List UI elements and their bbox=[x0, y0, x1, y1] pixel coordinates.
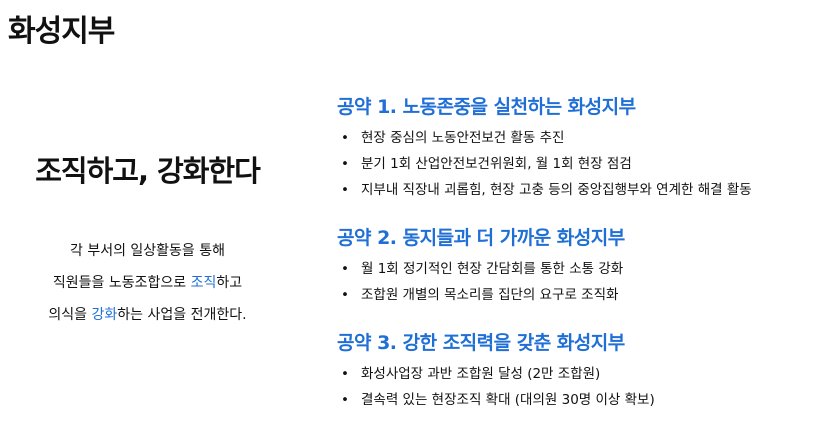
list-item-text: 현장 중심의 노동안전보건 활동 추진 bbox=[361, 130, 565, 146]
list-item-text: 화성사업장 과반 조합원 달성 (2만 조합원) bbox=[361, 366, 601, 382]
bullet-icon: • bbox=[341, 182, 349, 198]
list-item: • 지부내 직장내 괴롭힘, 현장 고충 등의 중앙집행부와 연계한 해결 활동 bbox=[337, 177, 832, 203]
pledge-list-3: • 화성사업장 과반 조합원 달성 (2만 조합원) • 결속력 있는 현장조직 확… bbox=[337, 361, 832, 413]
pledge-section-2: 공약 2. 동지들과 더 가까운 화성지부 • 월 1회 정기적인 현장 간담회를… bbox=[337, 223, 832, 308]
list-item-text: 결속력 있는 현장조직 확대 (대의원 30명 이상 확보) bbox=[361, 392, 655, 408]
pledge-section-1: 공약 1. 노동존중을 실천하는 화성지부 • 현장 중심의 노동안전보건 활동 … bbox=[337, 92, 832, 203]
list-item: • 월 1회 정기적인 현장 간담회를 통한 소통 강화 bbox=[337, 256, 832, 282]
bullet-icon: • bbox=[341, 392, 349, 408]
description-line-3: 의식을 강화하는 사업을 전개한다. bbox=[0, 299, 295, 331]
pledge-list-2: • 월 1회 정기적인 현장 간담회를 통한 소통 강화 • 조합원 개별의 목소리… bbox=[337, 256, 832, 308]
bullet-icon: • bbox=[341, 130, 349, 146]
description-line-1: 각 부서의 일상활동을 통해 bbox=[69, 243, 226, 259]
list-item: • 결속력 있는 현장조직 확대 (대의원 30명 이상 확보) bbox=[337, 387, 832, 413]
pledges-panel: 공약 1. 노동존중을 실천하는 화성지부 • 현장 중심의 노동안전보건 활동 … bbox=[337, 92, 832, 433]
line2-text-before: 직원들을 노동조합으로 bbox=[52, 275, 191, 291]
highlight-strengthen: 강화 bbox=[91, 307, 118, 323]
list-item: • 분기 1회 산업안전보건위원회, 월 1회 현장 점검 bbox=[337, 151, 832, 177]
pledge-title-1: 공약 1. 노동존중을 실천하는 화성지부 bbox=[337, 96, 636, 118]
line2-text-after: 하고 bbox=[216, 275, 243, 291]
list-item-text: 월 1회 정기적인 현장 간담회를 통한 소통 강화 bbox=[361, 261, 624, 277]
list-item: • 조합원 개별의 목소리를 집단의 요구로 조직화 bbox=[337, 282, 832, 308]
bullet-icon: • bbox=[341, 366, 349, 382]
pledge-list-1: • 현장 중심의 노동안전보건 활동 추진 • 분기 1회 산업안전보건위원회, 월… bbox=[337, 125, 832, 203]
headline: 조직하고, 강화한다 bbox=[35, 154, 261, 188]
line3-text-before: 의식을 bbox=[48, 307, 92, 323]
list-item: • 현장 중심의 노동안전보건 활동 추진 bbox=[337, 125, 832, 151]
page-title: 화성지부 bbox=[8, 14, 115, 49]
line3-text-after: 하는 사업을 전개한다. bbox=[117, 307, 247, 323]
bullet-icon: • bbox=[341, 156, 349, 172]
list-item: • 화성사업장 과반 조합원 달성 (2만 조합원) bbox=[337, 361, 832, 387]
bullet-icon: • bbox=[341, 261, 349, 277]
list-item-text: 지부내 직장내 괴롭힘, 현장 고충 등의 중앙집행부와 연계한 해결 활동 bbox=[361, 182, 752, 198]
left-panel: 조직하고, 강화한다 각 부서의 일상활동을 통해 직원들을 노동조합으로 조직… bbox=[0, 140, 295, 331]
description-line-2: 직원들을 노동조합으로 조직하고 bbox=[0, 267, 295, 299]
description: 각 부서의 일상활동을 통해 직원들을 노동조합으로 조직하고 의식을 강화하는… bbox=[0, 235, 295, 331]
pledge-title-3: 공약 3. 강한 조직력을 갖춘 화성지부 bbox=[337, 332, 625, 354]
pledge-section-3: 공약 3. 강한 조직력을 갖춘 화성지부 • 화성사업장 과반 조합원 달성 (… bbox=[337, 328, 832, 413]
list-item-text: 분기 1회 산업안전보건위원회, 월 1회 현장 점검 bbox=[361, 156, 632, 172]
highlight-organize: 조직 bbox=[190, 275, 217, 291]
list-item-text: 조합원 개별의 목소리를 집단의 요구로 조직화 bbox=[361, 287, 619, 303]
pledge-title-2: 공약 2. 동지들과 더 가까운 화성지부 bbox=[337, 227, 625, 249]
bullet-icon: • bbox=[341, 287, 349, 303]
